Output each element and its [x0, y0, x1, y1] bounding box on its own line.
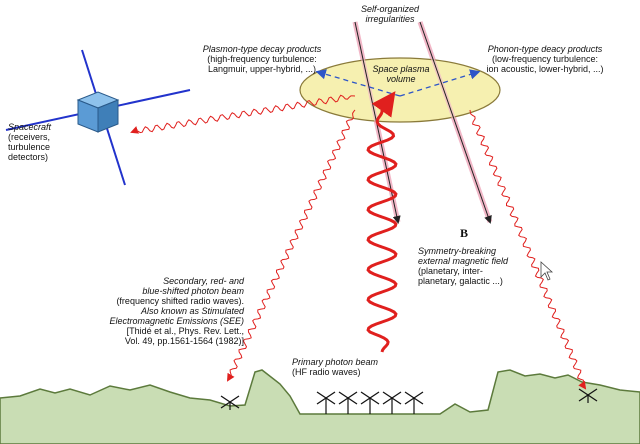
emission-wave: [226, 109, 356, 382]
antenna-array: [220, 388, 598, 414]
spacecraft-body-right: [97, 99, 119, 133]
plasmon-label: Plasmon-type decay products (high-freque…: [202, 44, 322, 74]
self-organized-label: Self-organized irregularities: [360, 4, 420, 24]
emission-wave: [469, 109, 587, 390]
phonon-label: Phonon-type deacy products (low-frequenc…: [486, 44, 604, 74]
ground-antenna-icon: [316, 391, 336, 414]
field-line-right: [419, 21, 492, 224]
ground-antenna-icon: [382, 391, 402, 414]
primary-photon-beam: [366, 91, 398, 353]
ground-antenna-icon: [404, 391, 424, 414]
magnetic-field-label: Symmetry-breaking external magnetic fiel…: [418, 246, 509, 286]
ground-antenna-icon: [578, 388, 598, 403]
ground-antenna-icon: [338, 391, 358, 414]
emission-wave: [130, 94, 356, 134]
space-plasma-label: Space plasma volume: [372, 64, 430, 84]
spacecraft-label: Spacecraft (receivers, turbulence detect…: [8, 122, 52, 162]
primary-beam-label: Primary photon beam (HF radio waves): [292, 357, 379, 377]
secondary-beam-label: Secondary, red- and blue-shifted photon …: [109, 276, 244, 346]
emission-waves: [130, 94, 587, 390]
ground-antenna-icon: [360, 391, 380, 414]
ground-antenna-icon: [220, 395, 240, 410]
ground-terrain: [0, 369, 640, 444]
spacecraft: [5, 49, 191, 186]
mouse-cursor-icon: [540, 261, 554, 281]
phonon-decay-arrow: [399, 69, 481, 97]
magnetic-field-b-label: B: [460, 226, 469, 240]
